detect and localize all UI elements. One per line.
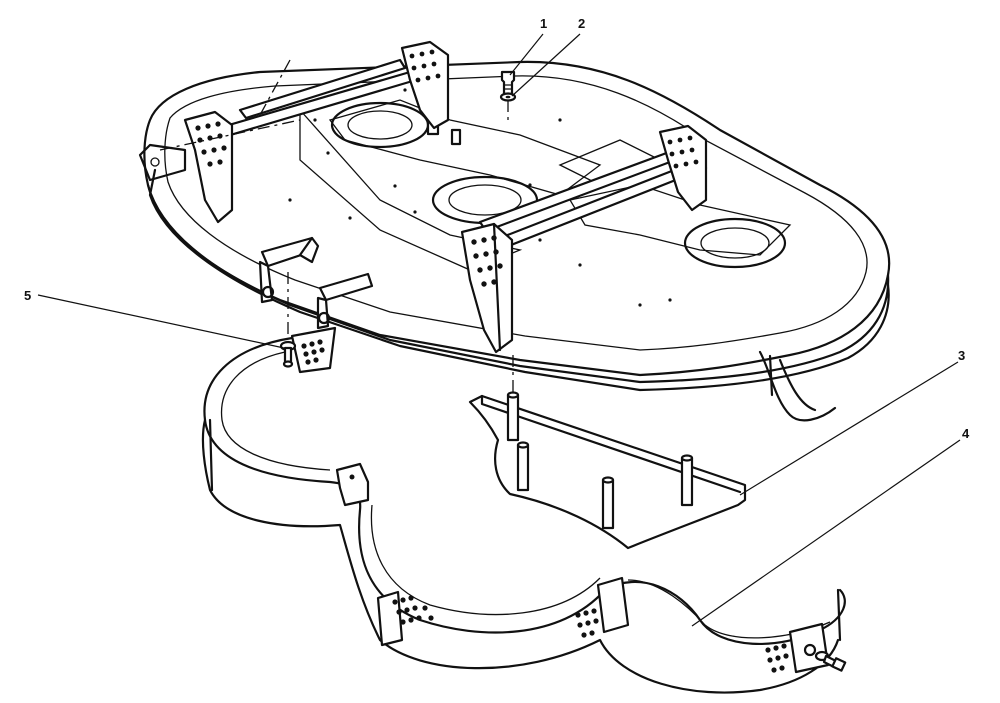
leader-5	[37, 294, 285, 349]
leader-4	[691, 439, 961, 627]
leader-1	[509, 33, 544, 76]
mower-deck	[138, 40, 891, 422]
baffle-plate-part-3	[468, 391, 747, 550]
shield-band-part-4	[201, 326, 847, 694]
screw-part-5	[279, 340, 297, 368]
baffle-posts	[506, 391, 694, 530]
rear-right-bracket	[400, 40, 450, 130]
end-bolt	[814, 650, 847, 672]
callout-3: 3	[958, 348, 965, 363]
leader-3	[739, 361, 959, 496]
hitch-arms	[258, 236, 374, 330]
callout-1: 1	[540, 16, 547, 31]
deck-holes	[288, 88, 702, 307]
front-left-bracket	[460, 222, 514, 354]
callout-2: 2	[578, 16, 585, 31]
front-right-bracket	[658, 124, 708, 212]
washer-part-2	[499, 92, 517, 102]
callout-5: 5	[24, 288, 31, 303]
callout-labels: 1 2 3 4 5	[24, 16, 970, 441]
bolt-part-1	[500, 70, 516, 97]
alignment-lines	[159, 59, 514, 395]
callout-leaders	[37, 33, 961, 627]
leader-2	[511, 33, 581, 97]
rear-left-bracket	[183, 110, 234, 224]
callout-4: 4	[962, 426, 970, 441]
